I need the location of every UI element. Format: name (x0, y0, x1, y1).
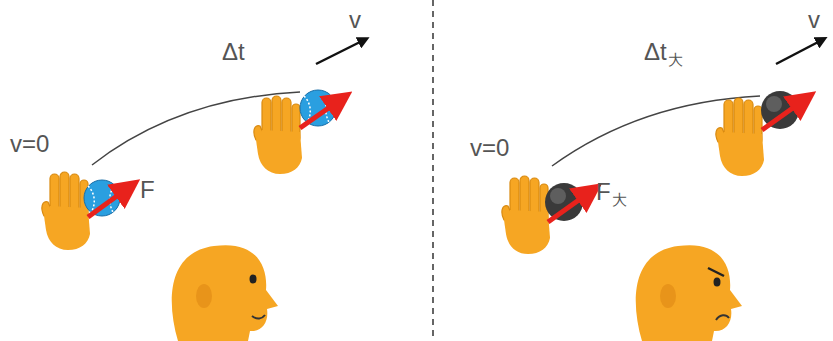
initial-velocity-label: v=0 (470, 136, 509, 160)
velocity-label: v (349, 8, 361, 32)
force-label: F (596, 180, 611, 204)
force-label: F (140, 178, 155, 202)
velocity-label: v (808, 8, 820, 32)
large-subscript: 大 (668, 52, 683, 67)
time-interval-label: Δt (222, 40, 245, 64)
time-interval-label: Δt (644, 40, 667, 64)
initial-velocity-label: v=0 (10, 132, 49, 156)
large-subscript: 大 (612, 192, 627, 207)
